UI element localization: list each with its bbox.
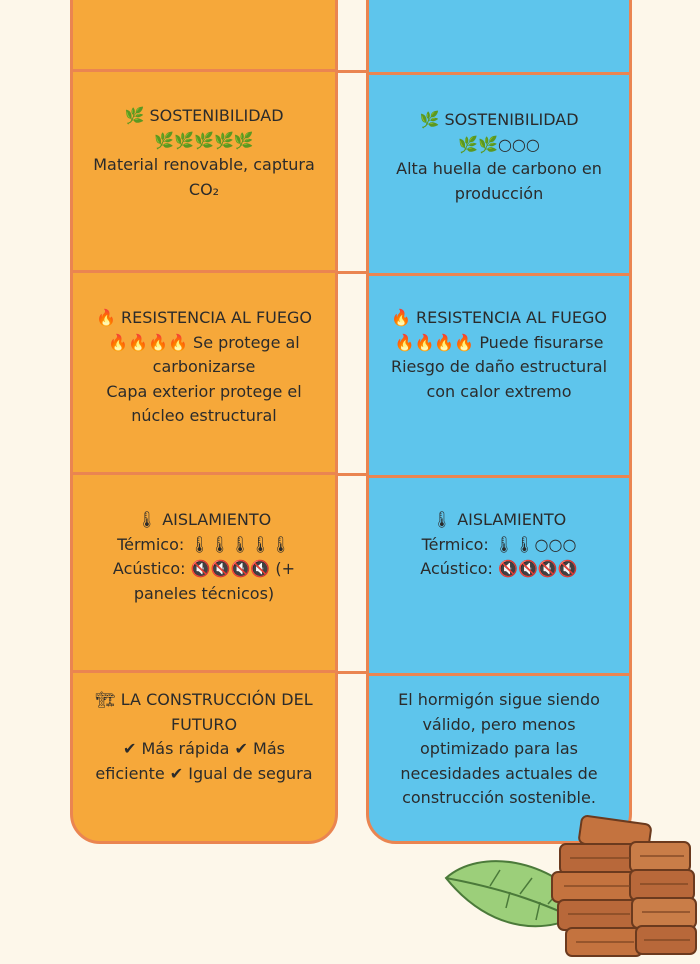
sustainability-rating: 🌿🌿🌿🌿🌿: [154, 130, 254, 150]
future-text: ✔ Más rápida ✔ Más eficiente ✔ Igual de …: [95, 739, 313, 783]
thermal-line: Térmico: 🌡🌡🌡🌡🌡: [117, 534, 291, 554]
row-divider: [72, 670, 336, 673]
future-text: El hormigón sigue siendo válido, pero me…: [398, 690, 600, 807]
row-connector: [336, 671, 368, 674]
thermal-rating: 🌡🌡🌡🌡🌡: [189, 534, 291, 554]
sustainability-text: Material renovable, captura CO₂: [93, 155, 315, 199]
fire-rating: 🔥🔥🔥🔥: [108, 332, 188, 352]
row-divider: [72, 472, 336, 475]
insulation-heading: 🌡 AISLAMIENTO: [431, 510, 567, 529]
sustainability-rating: 🌿🌿○○○: [458, 134, 540, 154]
leaf-icon: 🌿: [419, 110, 440, 129]
row-divider: [72, 270, 336, 273]
thermometer-icon: 🌡: [136, 510, 158, 529]
fire-rating: 🔥🔥🔥🔥: [394, 332, 475, 352]
fire-icon: 🔥: [95, 308, 116, 327]
row-connector: [336, 70, 368, 73]
wood-fire-cell: 🔥 RESISTENCIA AL FUEGO 🔥🔥🔥🔥 Se protege a…: [86, 306, 322, 436]
thermal-rating: 🌡🌡○○○: [493, 534, 577, 554]
row-divider: [72, 69, 336, 72]
row-divider: [368, 475, 630, 478]
row-divider: [368, 72, 630, 75]
fire-text: Riesgo de daño estructural con calor ext…: [390, 357, 608, 401]
wood-and-leaf-illustration: [444, 815, 697, 957]
wood-stack-icon: [551, 815, 697, 957]
row-connector: [336, 271, 368, 274]
wood-future-cell: 🏗 LA CONSTRUCCIÓN DEL FUTURO ✔ Más rápid…: [86, 688, 322, 798]
thermometer-icon: 🌡: [431, 510, 453, 529]
wood-column: [70, 0, 338, 844]
sustainability-text: Alta huella de carbono en producción: [396, 159, 602, 203]
fire-icon: 🔥: [390, 308, 411, 327]
row-divider: [368, 273, 630, 276]
fire-heading: 🔥 RESISTENCIA AL FUEGO: [390, 308, 607, 327]
row-connector: [336, 473, 368, 476]
concrete-sustainability-cell: 🌿 SOSTENIBILIDAD 🌿🌿○○○ Alta huella de ca…: [382, 108, 616, 208]
acoustic-rating: 🔇🔇🔇🔇: [190, 559, 271, 578]
thermal-line: Térmico: 🌡🌡○○○: [421, 534, 577, 554]
leaf-icon: 🌿: [124, 106, 145, 125]
fire-rating-line: 🔥🔥🔥🔥 Puede fisurarse: [394, 332, 604, 352]
concrete-fire-cell: 🔥 RESISTENCIA AL FUEGO 🔥🔥🔥🔥 Puede fisura…: [382, 306, 616, 436]
sustainability-heading: 🌿 SOSTENIBILIDAD: [124, 106, 284, 125]
wood-sustainability-cell: 🌿 SOSTENIBILIDAD 🌿🌿🌿🌿🌿 Material renovabl…: [86, 104, 322, 204]
sustainability-heading: 🌿 SOSTENIBILIDAD: [419, 110, 579, 129]
acoustic-rating: 🔇🔇🔇🔇: [498, 559, 578, 578]
fire-rating-line: 🔥🔥🔥🔥 Se protege al carbonizarse: [108, 332, 300, 377]
concrete-future-cell: El hormigón sigue siendo válido, pero me…: [382, 688, 616, 818]
row-divider: [368, 673, 630, 676]
concrete-column: [366, 0, 632, 844]
acoustic-line: Acústico: 🔇🔇🔇🔇: [420, 559, 578, 578]
fire-heading: 🔥 RESISTENCIA AL FUEGO: [95, 308, 312, 327]
concrete-insulation-cell: 🌡 AISLAMIENTO Térmico: 🌡🌡○○○ Acústico: 🔇…: [382, 508, 616, 618]
acoustic-line: Acústico: 🔇🔇🔇🔇 (+ paneles técnicos): [112, 559, 296, 603]
crane-icon: 🏗: [95, 690, 116, 709]
insulation-heading: 🌡 AISLAMIENTO: [136, 510, 272, 529]
fire-text: Capa exterior protege el núcleo estructu…: [106, 381, 302, 426]
future-heading: 🏗 LA CONSTRUCCIÓN DEL FUTURO: [95, 690, 313, 734]
wood-insulation-cell: 🌡 AISLAMIENTO Térmico: 🌡🌡🌡🌡🌡 Acústico: 🔇…: [86, 508, 322, 618]
